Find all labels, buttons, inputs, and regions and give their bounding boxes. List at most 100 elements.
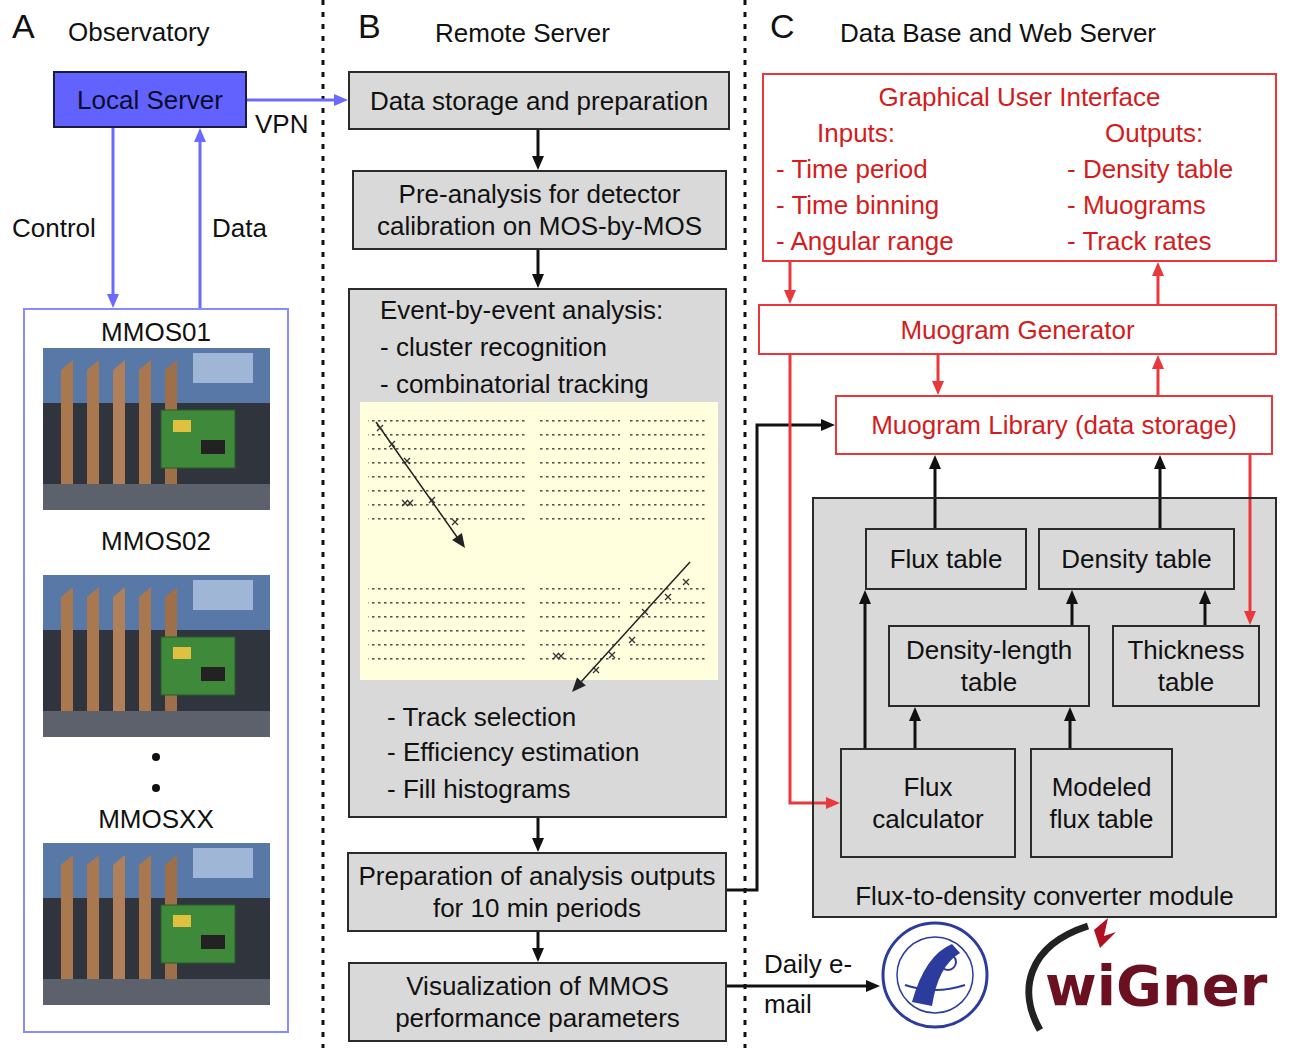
connector-line [1069,721,1072,748]
connector-line [199,142,202,308]
arrow-head [1152,355,1164,369]
table-box: Flux table [865,528,1027,590]
arrow-head [1064,707,1076,721]
process-box: Preparation of analysis outputs for 10 m… [347,852,727,932]
arrow-head [107,294,119,308]
connector-arrow [194,128,206,308]
node-text: Outputs: [1105,117,1203,149]
connector-line [790,355,826,803]
node-text: Muogram Generator [766,314,1269,346]
node-text: Flux-to-density converter module [814,880,1275,912]
node-text: Flux table [873,543,1019,575]
arrow-head [929,455,941,469]
node-text: - Efficiency estimation [387,736,639,768]
connector-arrow [247,94,348,106]
connector-arrow [1066,590,1078,625]
node-text: - Time binning [776,189,939,221]
connector-arrow [532,130,544,170]
connector-arrow [932,355,944,395]
storage-box: Muogram Library (data storage) [835,395,1273,455]
arrow-head [532,274,544,288]
node-text: - Time period [776,153,928,185]
arrow-head [859,590,871,604]
node-text: Density table [1046,543,1227,575]
detector-group: MMOS01MMOS02MMOSXX [23,308,289,1033]
node-text: Modeled flux table [1038,771,1165,835]
panel-title: Observatory [68,16,210,48]
connector-line [789,262,792,290]
panel-divider [322,0,325,1048]
connector-line [537,818,540,838]
arrow-head [1152,262,1164,276]
connector-arrow [1152,262,1164,304]
node-text: - Track rates [1067,225,1211,257]
connector-arrow [532,250,544,288]
table-box: Density table [1038,528,1235,590]
node-text: MMOS01 [25,316,287,348]
process-box: Event-by-event analysis: - cluster recogn… [348,288,727,818]
node-text: Muogram Library (data storage) [843,409,1265,441]
table-box: Thickness table [1112,625,1260,707]
arrow-head [194,128,206,142]
detector-photo [43,575,270,737]
arrow-head [1066,590,1078,604]
tracking-illustration [360,402,718,692]
process-box: Flux calculator [840,748,1016,858]
panel-title: Data Base and Web Server [840,17,1156,49]
arrow-head [784,290,796,304]
arrow-head [532,156,544,170]
connector-arrow [107,128,119,308]
connector-arrow [532,932,544,962]
process-box: Data storage and preparation [348,71,730,130]
panel-letter: C [770,10,795,42]
connector-line [1157,369,1160,395]
edge-label: Control [10,212,98,244]
connector-line [1157,276,1160,304]
node-text: Event-by-event analysis: [380,294,663,326]
connector-line [112,128,115,294]
node-text: MMOSXX [25,803,287,835]
node-text: - Fill histograms [387,773,570,805]
detector-photo [43,348,270,510]
connector-arrow [929,455,941,528]
detector-photo [43,843,270,1005]
edge-label: VPN [253,108,310,140]
box-fill [1030,748,1173,858]
ellipsis-dot [152,753,160,761]
connector-arrow [1154,455,1166,528]
node-text: Local Server [61,84,239,116]
arrow-head [1244,611,1256,625]
arrow-head [1199,590,1211,604]
edge-label: Data [210,212,269,244]
node-text: Thickness table [1120,634,1252,698]
node-text: Data storage and preparation [356,85,722,117]
connector-arrow [784,262,796,304]
node-text: - Density table [1067,153,1233,185]
server-box: Local Server [53,71,247,128]
arrow-head [532,948,544,962]
arrow-head [909,707,921,721]
connector-arrow [1199,590,1211,625]
connector-arrow [1152,355,1164,395]
box-fill [840,748,1016,858]
node-text: Graphical User Interface [764,81,1275,113]
node-text: - cluster recognition [380,331,607,363]
arrow-head [1154,455,1166,469]
node-text: Pre-analysis for detector calibration on… [360,178,719,242]
connector-line [537,250,540,274]
node-text: Inputs: [817,117,895,149]
panel-letter: B [358,10,381,42]
ellipsis-dot [152,784,160,792]
connector-arrow [1064,707,1076,748]
connector-line [914,721,917,748]
connector-line [727,425,821,890]
connector-line [1204,604,1207,625]
table-box: Density-length table [888,625,1090,707]
annotation-label: Daily e-mail [764,944,854,1024]
connector-arrow [727,419,835,890]
arrow-head [932,381,944,395]
connector-line [1071,604,1074,625]
arrow-head [334,94,348,106]
process-box: Pre-analysis for detector calibration on… [352,170,727,250]
